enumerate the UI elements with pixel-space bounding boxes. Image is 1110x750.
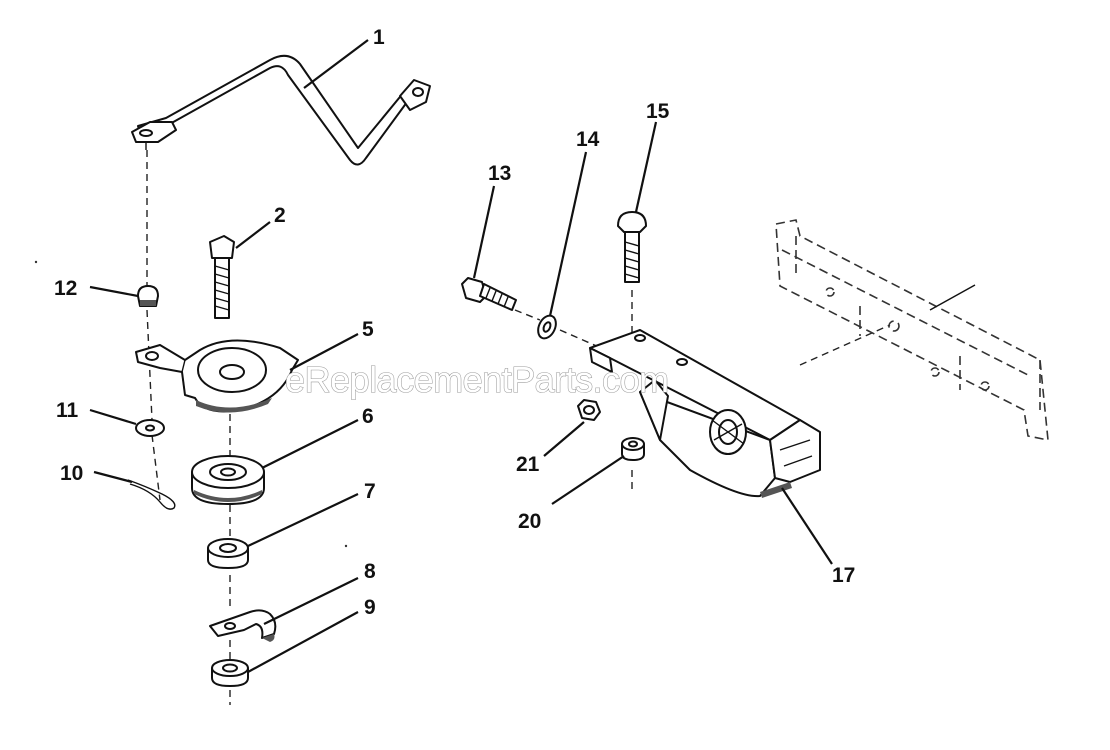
stray-dot — [344, 544, 348, 548]
callout-21: 21 — [516, 453, 540, 476]
callout-10: 10 — [60, 462, 83, 485]
callout-5: 5 — [362, 318, 374, 341]
part-6-pulley — [191, 455, 265, 505]
stray-dot — [34, 260, 38, 264]
part-17-mounting-bracket — [589, 329, 821, 498]
callout-1: 1 — [373, 26, 385, 49]
leader-lines — [89, 39, 833, 673]
part-9-nut — [211, 659, 249, 687]
phantom-frame — [775, 219, 1049, 441]
callout-20: 20 — [518, 510, 541, 533]
callout-6: 6 — [362, 405, 374, 428]
callout-8: 8 — [364, 560, 376, 583]
callout-17: 17 — [832, 564, 855, 587]
callout-2: 2 — [274, 204, 286, 227]
callout-9: 9 — [364, 596, 376, 619]
part-7-lock-nut — [207, 538, 249, 569]
part-8-belt-guide — [209, 609, 277, 642]
callout-12: 12 — [54, 277, 77, 300]
callout-13: 13 — [488, 162, 511, 185]
callout-15: 15 — [646, 100, 670, 123]
part-2-bolt — [209, 235, 235, 319]
callout-14: 14 — [576, 128, 600, 151]
part-14-washer — [537, 314, 557, 340]
part-21-nut — [577, 399, 601, 421]
part-15-carriage-bolt — [617, 211, 647, 283]
callout-11: 11 — [56, 399, 79, 422]
part-20-nut — [621, 437, 645, 461]
part-5-idler-bracket — [135, 339, 299, 413]
part-10-cotter-pin — [127, 479, 176, 510]
part-11-washer — [135, 419, 165, 437]
part-13-bolt — [461, 277, 517, 311]
callout-7: 7 — [364, 480, 376, 503]
callout-labels: 1 2 12 5 11 6 10 7 8 9 13 14 15 21 20 17 — [54, 26, 855, 619]
watermark-text: eReplacementParts.com — [285, 359, 669, 400]
part-1-control-rod — [131, 54, 431, 166]
part-12-cap-nut — [137, 285, 159, 307]
